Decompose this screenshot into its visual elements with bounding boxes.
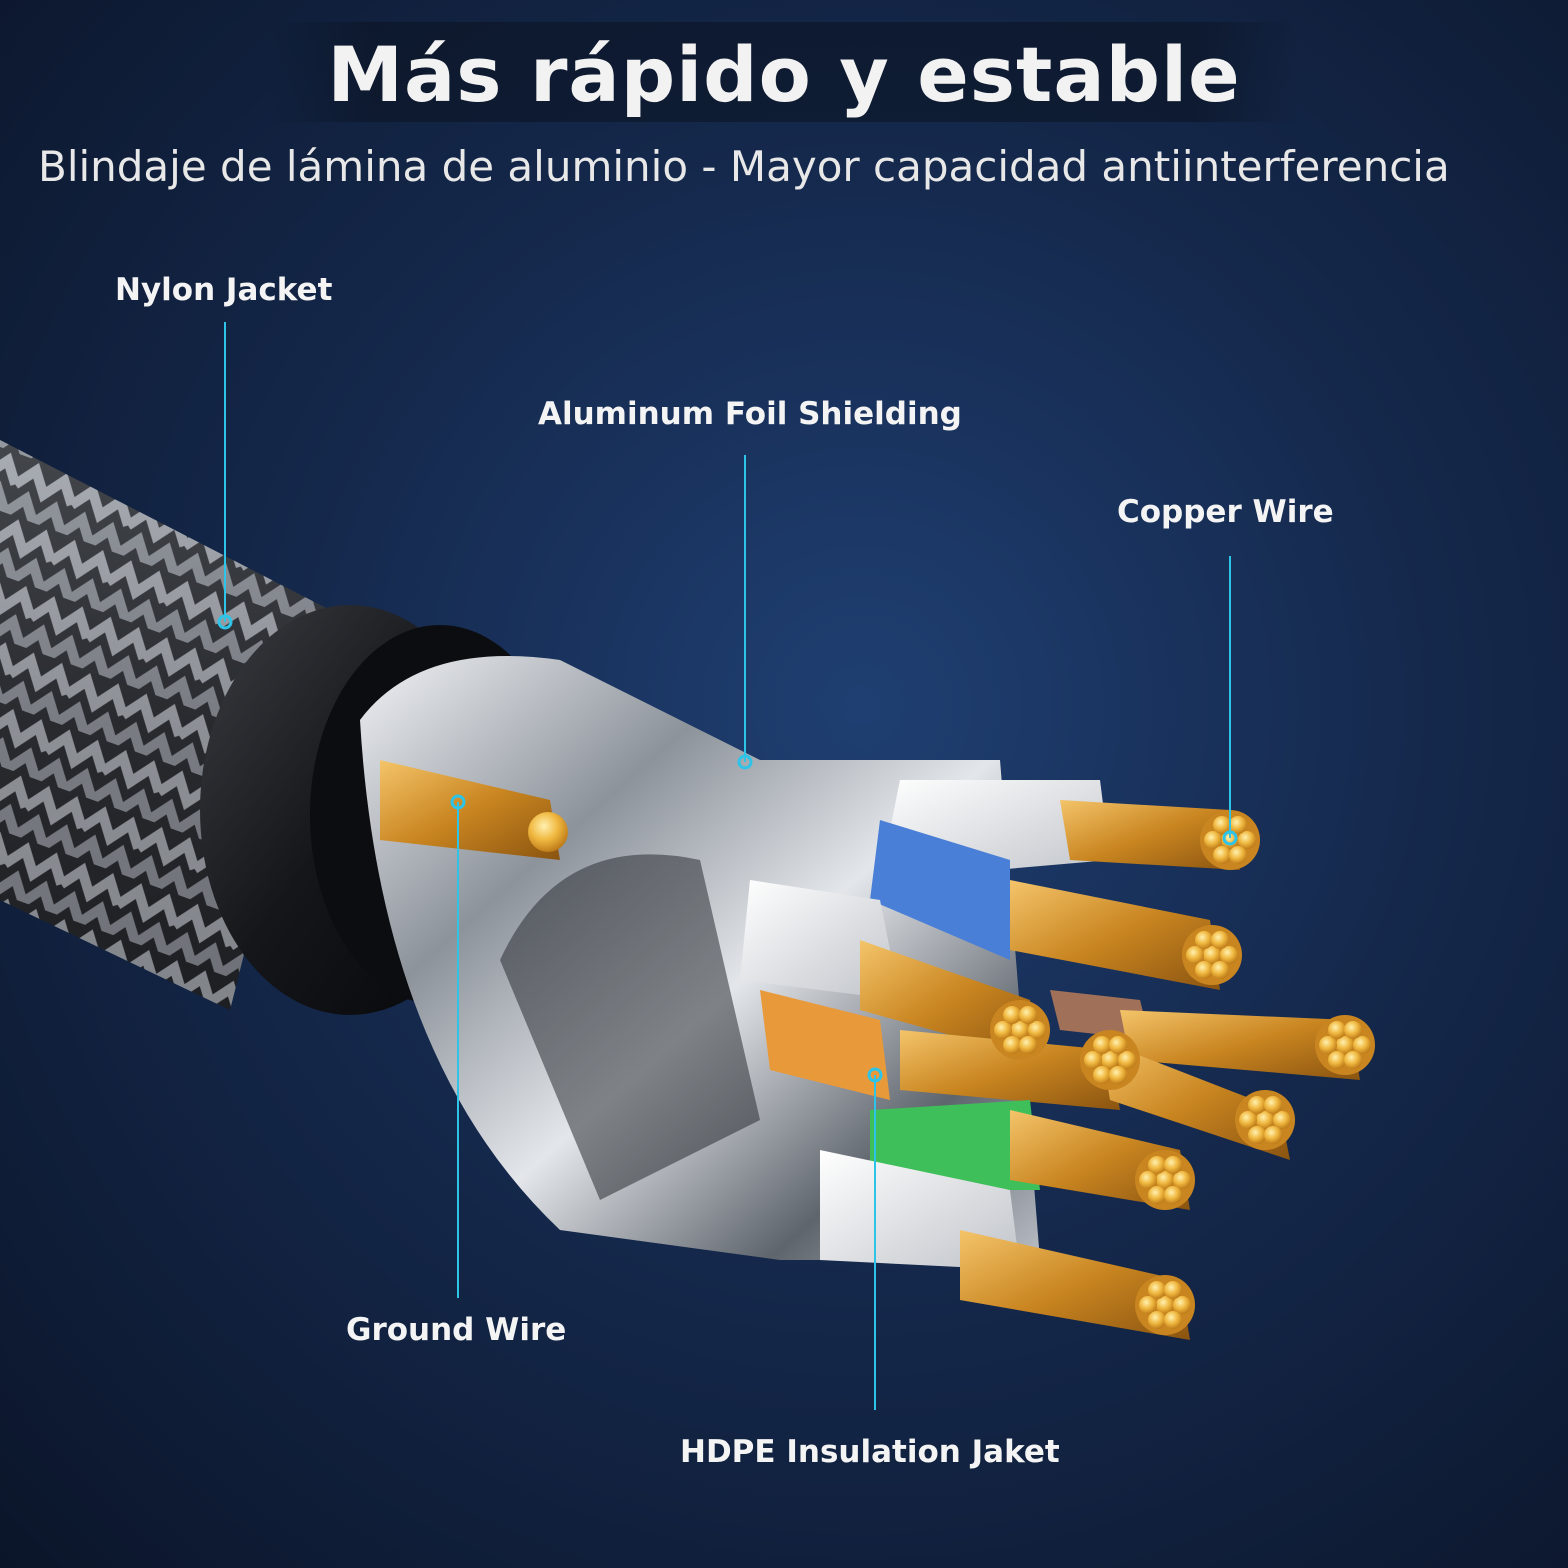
- title-band: [270, 22, 1300, 122]
- label-hdpe-jacket: HDPE Insulation Jaket: [680, 1434, 1060, 1470]
- ground-wire-graphic: [380, 760, 568, 860]
- label-nylon-jacket: Nylon Jacket: [115, 272, 333, 308]
- callout-lines: [217, 322, 1238, 1410]
- label-ground-wire: Ground Wire: [346, 1312, 567, 1348]
- page-title: Más rápido y estable: [327, 30, 1241, 119]
- label-copper-wire: Copper Wire: [1117, 494, 1334, 530]
- page-subtitle: Blindaje de lámina de aluminio - Mayor c…: [38, 142, 1450, 191]
- callout-dot-copper: [1222, 830, 1238, 846]
- callout-dot-foil: [737, 754, 753, 770]
- callout-dot-hdpe: [867, 1067, 883, 1083]
- label-aluminum-foil: Aluminum Foil Shielding: [538, 396, 962, 432]
- callout-dot-nylon: [217, 614, 233, 630]
- callout-dot-ground: [450, 794, 466, 810]
- copper-strand-ends: [990, 810, 1375, 1335]
